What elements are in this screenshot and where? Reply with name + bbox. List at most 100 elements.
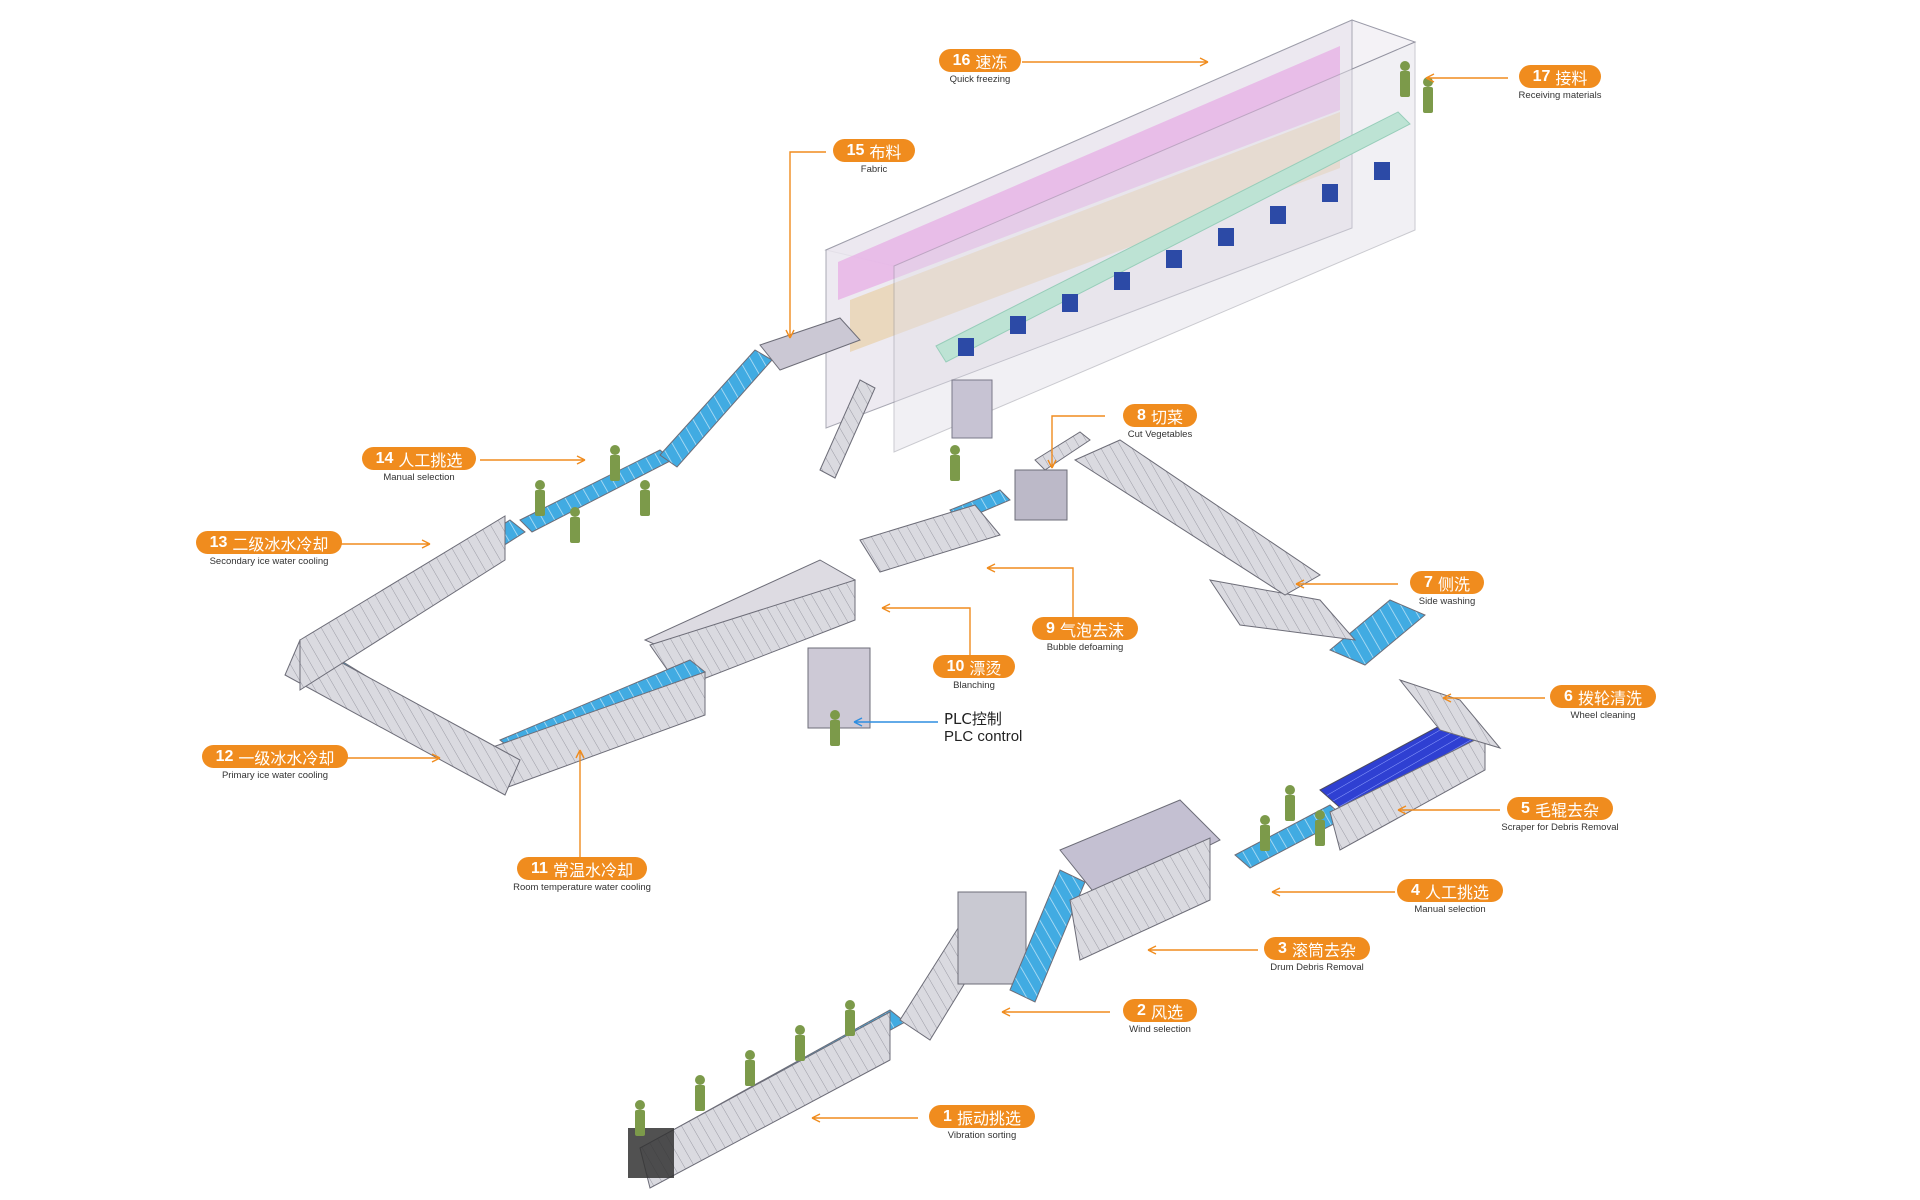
- left-line: [284, 317, 876, 796]
- worker-figure: [950, 445, 960, 481]
- leader-arrow-6: [1442, 693, 1545, 703]
- step-name-cn: 常温水冷却: [552, 860, 633, 880]
- step-number: 7: [1424, 573, 1433, 591]
- step-name-en: Fabric: [860, 164, 888, 175]
- freezer-green-belt: [935, 111, 1411, 363]
- step-number: 15: [846, 141, 865, 159]
- worker-figure: [535, 480, 545, 516]
- worker-figure: [745, 1050, 755, 1086]
- step-name-cn: 漂烫: [969, 658, 1002, 678]
- leader-arrow-2: [1001, 1007, 1110, 1017]
- step-name-en: Blanching: [953, 680, 995, 691]
- worker-figure: [1315, 810, 1325, 846]
- step-number: 9: [1046, 619, 1055, 637]
- leader-arrow-11: [575, 749, 585, 868]
- worker-figure: [830, 710, 840, 746]
- fabric-platform: [759, 317, 861, 371]
- step-name-cn: 侧洗: [1437, 574, 1470, 594]
- leader-arrow-13: [340, 539, 431, 549]
- leader-arrow-4: [1271, 887, 1395, 897]
- worker-figure: [795, 1025, 805, 1061]
- step-name-en: Cut Vegetables: [1127, 429, 1193, 440]
- step-name-en: Drum Debris Removal: [1270, 962, 1364, 973]
- step-name-cn: 振动挑选: [956, 1108, 1021, 1128]
- leader-arrow-12: [340, 753, 441, 763]
- step-name-cn: 滚筒去杂: [1291, 940, 1356, 960]
- side-wash-incline: [1329, 599, 1426, 666]
- leader-arrow-9: [986, 563, 1074, 630]
- plc-control-label: PLC控制 PLC control: [944, 710, 1022, 746]
- freezer-front-wall: [893, 41, 1416, 453]
- worker-figure: [695, 1075, 705, 1111]
- worker-figure: [845, 1000, 855, 1036]
- step-name-cn: 一级冰水冷却: [238, 748, 335, 768]
- step-number: 4: [1411, 881, 1420, 899]
- step-number: 16: [952, 51, 971, 69]
- leader-arrow-14: [480, 455, 586, 465]
- step-name-en: Secondary ice water cooling: [209, 556, 329, 567]
- step-name-cn: 拨轮清洗: [1577, 688, 1642, 708]
- leader-arrows: [340, 57, 1545, 1123]
- worker-figure: [1423, 77, 1433, 113]
- step-name-en: Wind selection: [1129, 1024, 1191, 1035]
- vibration-sorting-frame: [639, 1011, 891, 1189]
- secondary-ice-water-tank: [299, 515, 506, 691]
- step-number: 2: [1137, 1001, 1146, 1019]
- step-name-cn: 接料: [1555, 68, 1588, 88]
- step-name-en: Bubble defoaming: [1046, 642, 1124, 653]
- step-number: 14: [375, 449, 394, 467]
- middle-line: [489, 489, 1011, 791]
- platform-stairs: [819, 379, 876, 479]
- leader-arrow-5: [1397, 805, 1500, 815]
- plc-label-cn: PLC控制: [944, 710, 1002, 728]
- step-name-cn: 切菜: [1150, 407, 1183, 427]
- step-number: 13: [209, 533, 228, 551]
- step-name-en: Wheel cleaning: [1570, 710, 1636, 721]
- worker-figure: [635, 1100, 645, 1136]
- worker-figure: [1260, 815, 1270, 851]
- leader-arrow-7: [1295, 579, 1398, 589]
- plc-label-en: PLC control: [944, 728, 1023, 745]
- step-name-cn: 毛辊去杂: [1534, 800, 1599, 820]
- vegetable-cutter: [1014, 469, 1068, 521]
- wash-conveyor: [1073, 439, 1321, 596]
- leader-arrow-10: [881, 603, 971, 668]
- step-number: 8: [1137, 406, 1146, 424]
- step-number: 5: [1521, 799, 1530, 817]
- step-name-en: Manual selection: [383, 472, 455, 483]
- freezer-fans: [958, 162, 1390, 356]
- step-number: 17: [1532, 67, 1551, 85]
- step-name-cn: 布料: [869, 142, 902, 162]
- feed-crate: [628, 1128, 674, 1178]
- freezer-tan-layer: [850, 112, 1340, 352]
- leader-arrow-15: [785, 151, 826, 339]
- leader-arrow-8: [1047, 415, 1105, 469]
- fabric-incline-belt: [659, 349, 773, 468]
- primary-ice-water-tank: [284, 639, 521, 796]
- worker-figure: [570, 507, 580, 543]
- drum-stand: [1069, 837, 1211, 961]
- step-number: 12: [215, 747, 234, 765]
- worker-figure: [610, 445, 620, 481]
- step-name-en: Side washing: [1418, 596, 1476, 607]
- plc-arrow: [853, 717, 938, 727]
